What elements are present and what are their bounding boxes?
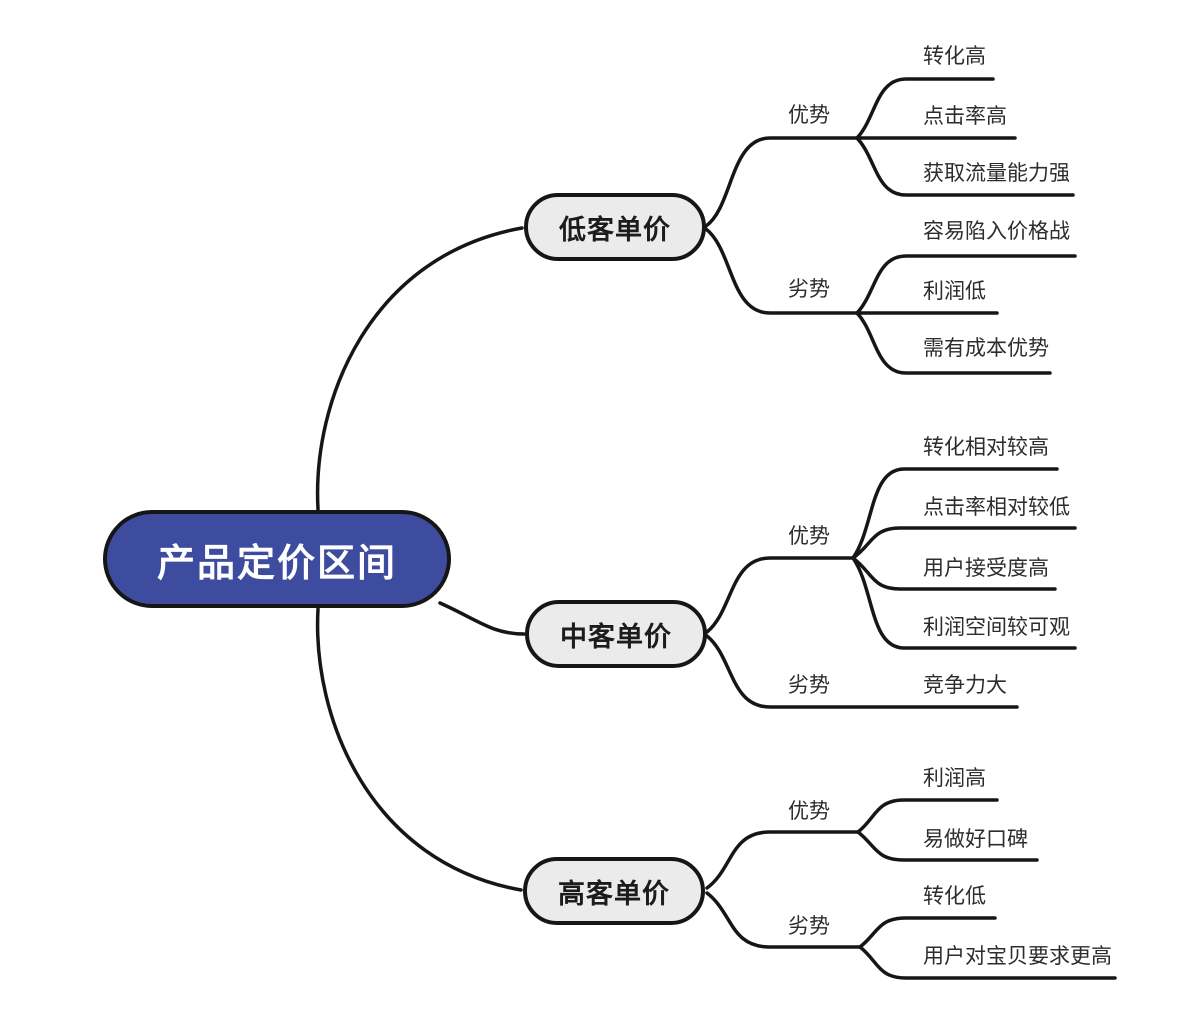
group-label-disadvantage[interactable]: 劣势 [788, 278, 830, 301]
leaf-topic[interactable]: 转化低 [923, 885, 986, 908]
group-label-advantage[interactable]: 优势 [788, 800, 830, 823]
leaf-topic[interactable]: 竞争力大 [923, 674, 1007, 697]
connector-low-disadvantage [704, 227, 859, 315]
leaf-underline [851, 526, 1077, 560]
leaf-topic[interactable]: 需有成本优势 [923, 337, 1049, 360]
leaf-underline [856, 798, 999, 834]
leaf-underline [851, 467, 1059, 560]
leaf-underline [855, 136, 1075, 197]
leaf-topic[interactable]: 获取流量能力强 [923, 162, 1070, 185]
leaf-underline [851, 556, 1077, 650]
connector-root-to-mid [438, 601, 526, 636]
leaf-topic[interactable]: 转化高 [923, 45, 986, 68]
leaf-topic[interactable]: 用户接受度高 [923, 557, 1049, 580]
branch-topic-low[interactable]: 低客单价 [524, 193, 706, 261]
group-label-advantage[interactable]: 优势 [788, 104, 830, 127]
leaf-topic[interactable]: 利润空间较可观 [923, 616, 1070, 639]
leaf-underline [855, 77, 995, 140]
leaf-topic[interactable]: 转化相对较高 [923, 436, 1049, 459]
connector-mid-disadvantage [705, 634, 1019, 709]
root-topic[interactable]: 产品定价区间 [103, 510, 451, 608]
leaf-underline [851, 556, 1057, 591]
connector-low-advantage [704, 136, 859, 228]
leaf-topic[interactable]: 点击率相对较低 [923, 496, 1070, 519]
leaf-underline [855, 311, 1052, 375]
connector-root-to-low [315, 226, 524, 511]
leaf-topic[interactable]: 易做好口碑 [923, 828, 1028, 851]
group-label-advantage[interactable]: 优势 [788, 525, 830, 548]
leaf-topic[interactable]: 点击率高 [923, 105, 1007, 128]
connector-root-to-high [315, 607, 523, 892]
connector-high-disadvantage [705, 891, 862, 949]
branch-topic-high[interactable]: 高客单价 [523, 857, 705, 925]
leaf-topic[interactable]: 容易陷入价格战 [923, 220, 1070, 243]
leaf-underline [855, 254, 1077, 315]
leaf-topic[interactable]: 利润低 [923, 280, 986, 303]
group-label-disadvantage[interactable]: 劣势 [788, 915, 830, 938]
leaf-underline [856, 830, 1039, 862]
connector-high-advantage [705, 830, 860, 890]
leaf-topic[interactable]: 用户对宝贝要求更高 [923, 945, 1112, 968]
branch-topic-mid[interactable]: 中客单价 [525, 600, 707, 668]
leaf-topic[interactable]: 利润高 [923, 767, 986, 790]
connector-mid-advantage [705, 556, 855, 634]
leaf-underline [858, 916, 997, 949]
leaf-underline [858, 945, 1117, 980]
group-label-disadvantage[interactable]: 劣势 [788, 674, 830, 697]
